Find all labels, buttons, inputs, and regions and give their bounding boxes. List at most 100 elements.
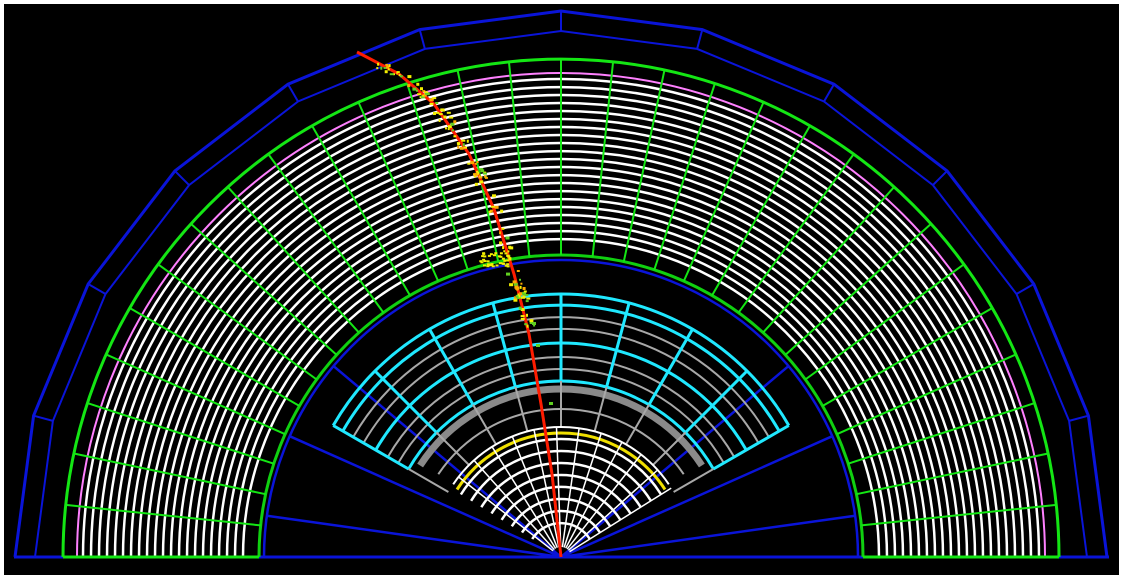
energy-deposits [376, 62, 553, 405]
tracker-inner-segment [673, 468, 714, 493]
energy-deposit-hit [432, 97, 437, 100]
energy-deposit-hit [430, 97, 434, 101]
frame-sector-divider [418, 29, 426, 50]
energy-deposit-hit [483, 172, 487, 175]
energy-deposit-hit [449, 116, 454, 119]
energy-deposit-hit [518, 306, 522, 310]
energy-deposit-cluster-hit [489, 253, 493, 256]
energy-deposit-hit [420, 87, 423, 91]
energy-deposit-hit [529, 322, 534, 324]
energy-deposit-hit [415, 89, 418, 92]
energy-deposit-hit [524, 294, 529, 297]
energy-deposit-hit [476, 170, 479, 173]
energy-deposit-cluster-hit [504, 252, 508, 255]
energy-deposit-hit [514, 296, 516, 299]
frame-sector-divider [1015, 283, 1035, 295]
energy-deposit-hit [488, 211, 491, 214]
detector-diagram [13, 9, 1109, 559]
energy-deposit-hit [526, 324, 529, 328]
calorimeter-segment-line [105, 353, 286, 436]
calorimeter-segment-line [267, 153, 385, 314]
inner-spoke-line [555, 427, 562, 548]
energy-deposit-hit [385, 63, 389, 66]
energy-deposit-cluster-hit [486, 260, 490, 263]
frame-sector-divider [1068, 414, 1089, 422]
tracker-inner-segment [652, 431, 687, 466]
calorimeter-segment-line [227, 186, 360, 334]
calorimeter-segment-line [73, 452, 266, 496]
frame-sector-divider [287, 83, 299, 103]
energy-deposit-hit [412, 87, 417, 91]
energy-deposit-hit [447, 125, 452, 129]
calorimeter-segment-line [856, 452, 1049, 496]
tracker-segment-line [712, 424, 790, 471]
energy-deposit-cluster-hit [503, 259, 507, 262]
energy-deposit-hit [520, 282, 523, 285]
energy-deposit-hit [463, 146, 467, 149]
energy-deposit-cluster-hit [501, 257, 505, 260]
energy-deposit-hit [522, 287, 526, 290]
calorimeter-segment-line [822, 307, 993, 407]
energy-deposit-hit [476, 161, 479, 163]
energy-deposit-cluster-hit [486, 264, 490, 267]
tracker-hit [536, 344, 540, 347]
tracker-segment-line [373, 369, 438, 434]
calorimeter-segment-line [653, 83, 716, 271]
energy-deposit-hit [393, 73, 395, 76]
inner-spoke-line [561, 428, 580, 548]
calorimeter-segment-line [836, 353, 1017, 436]
energy-deposit-hit [416, 82, 420, 86]
calorimeter-segment-line [784, 223, 932, 356]
calorimeter-segment-line [847, 402, 1035, 465]
energy-deposit-hit [520, 317, 525, 320]
energy-deposit-hit [470, 161, 475, 165]
energy-deposit-cluster-hit [483, 260, 487, 263]
energy-deposit-cluster-hit [493, 254, 496, 257]
energy-deposit-cluster-hit [479, 260, 483, 263]
energy-deposit-hit [380, 66, 383, 70]
tracker-segment-line [647, 328, 694, 406]
energy-deposit-hit [478, 176, 483, 179]
frame-sector-divider [932, 170, 948, 186]
frame-sector-divider [33, 414, 54, 422]
energy-deposit-hit [520, 293, 524, 296]
energy-deposit-cluster-hit [506, 259, 510, 262]
calorimeter-segment-line [65, 503, 261, 527]
energy-deposit-hit [508, 245, 512, 249]
energy-deposit-hit [417, 93, 422, 96]
energy-deposit-hit [384, 70, 388, 74]
energy-deposit-hit [517, 293, 520, 296]
frame-radial-line [560, 514, 856, 559]
tracker-segment-line [428, 328, 475, 406]
frame-radial-line [266, 514, 562, 559]
energy-deposit-hit [451, 129, 454, 132]
energy-deposit-hit [407, 84, 411, 88]
energy-deposit-hit [446, 111, 451, 114]
energy-deposit-cluster-hit [508, 257, 512, 260]
energy-deposit-hit [519, 278, 521, 281]
calorimeter-segment-line [157, 263, 318, 381]
energy-deposit-hit [526, 313, 528, 317]
energy-deposit-cluster-hit [480, 261, 484, 264]
energy-deposit-hit [480, 169, 485, 173]
energy-deposit-hit [483, 193, 486, 196]
energy-deposit-hit [526, 297, 531, 300]
energy-deposit-hit [421, 95, 425, 99]
inner-spoke-line [473, 459, 555, 551]
calorimeter-segment-line [762, 186, 895, 334]
energy-deposit-hit [407, 75, 412, 79]
energy-deposit-hit [422, 94, 425, 97]
tracker-inner-segment [472, 404, 497, 445]
energy-deposit-hit [506, 272, 510, 276]
energy-deposit-hit [459, 146, 464, 150]
energy-deposit-hit [396, 71, 400, 74]
frame-radial-line [560, 435, 833, 559]
inner-spoke-line [563, 433, 602, 548]
inner-spoke-line [511, 436, 558, 548]
energy-deposit-hit [529, 319, 534, 323]
calorimeter-segment-line [737, 153, 855, 314]
energy-deposit-hit [422, 90, 426, 93]
energy-deposit-hit [523, 290, 527, 293]
energy-deposit-hit [456, 142, 460, 145]
energy-deposit-hit [377, 62, 380, 66]
